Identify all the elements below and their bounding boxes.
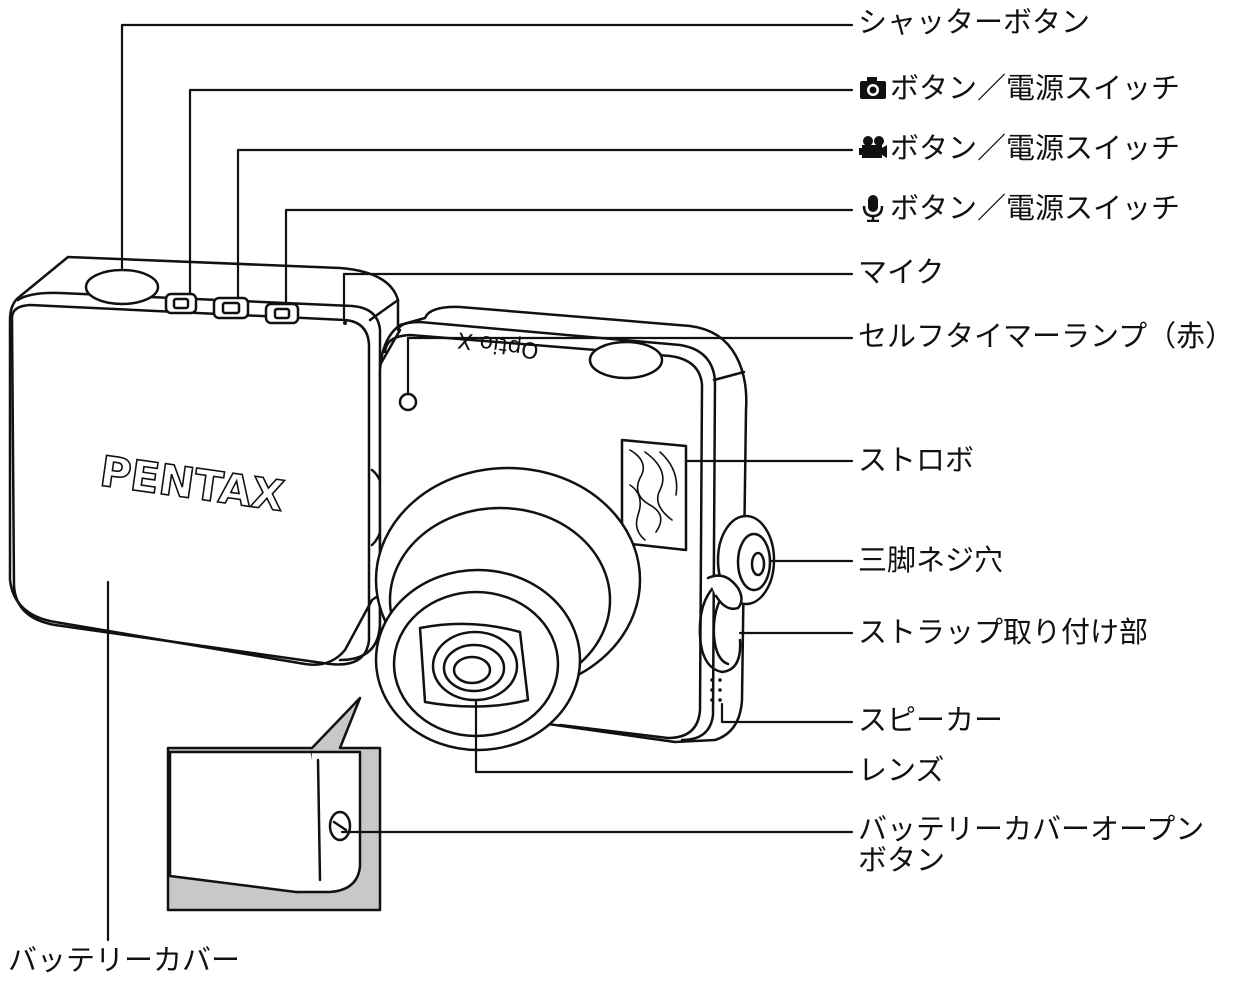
label-still-button-text: ボタン／電源スイッチ — [890, 71, 1181, 105]
movie-button-shape — [212, 296, 250, 320]
movie-camera-icon — [859, 136, 887, 158]
mic-hole — [343, 321, 347, 325]
label-strobe: ストロボ — [858, 443, 975, 477]
strobe-shape — [620, 438, 688, 552]
label-movie-button-text: ボタン／電源スイッチ — [890, 131, 1181, 165]
label-battery-cover: バッテリーカバー — [8, 943, 241, 977]
right-body-block — [374, 305, 776, 752]
microphone-icon — [862, 195, 884, 222]
label-self-timer-lamp: セルフタイマーランプ（赤） — [858, 319, 1235, 353]
leader-lines — [106, 23, 854, 942]
left-body-block — [8, 255, 400, 666]
label-lens: レンズ — [858, 753, 945, 787]
label-strap-lug: ストラップ取り付け部 — [858, 615, 1149, 649]
label-still-button: ボタン／電源スイッチ — [858, 72, 1180, 104]
speaker-holes — [710, 678, 722, 702]
still-button-shape — [164, 292, 198, 315]
label-voice-button-text: ボタン／電源スイッチ — [890, 191, 1181, 225]
label-battery-cover-open-button: バッテリーカバーオープン ボタン — [858, 814, 1204, 876]
label-battery-cover-open-line1: バッテリーカバーオープン — [858, 812, 1205, 846]
label-movie-button: ボタン／電源スイッチ — [858, 132, 1180, 164]
camera-icon — [860, 77, 886, 99]
label-mic: マイク — [858, 255, 945, 289]
lens-shape — [374, 466, 642, 752]
self-timer-lamp-shape — [398, 392, 418, 412]
label-shutter-button: シャッターボタン — [858, 5, 1091, 39]
shutter-button-shape — [84, 268, 160, 306]
strap-lug-shape — [698, 574, 743, 674]
inset-closeup — [166, 696, 382, 912]
label-battery-cover-open-line2: ボタン — [858, 843, 946, 877]
label-speaker: スピーカー — [858, 703, 1004, 737]
label-tripod-socket: 三脚ネジ穴 — [858, 543, 1004, 577]
voice-button-shape — [264, 302, 300, 325]
label-voice-button: ボタン／電源スイッチ — [858, 192, 1180, 224]
